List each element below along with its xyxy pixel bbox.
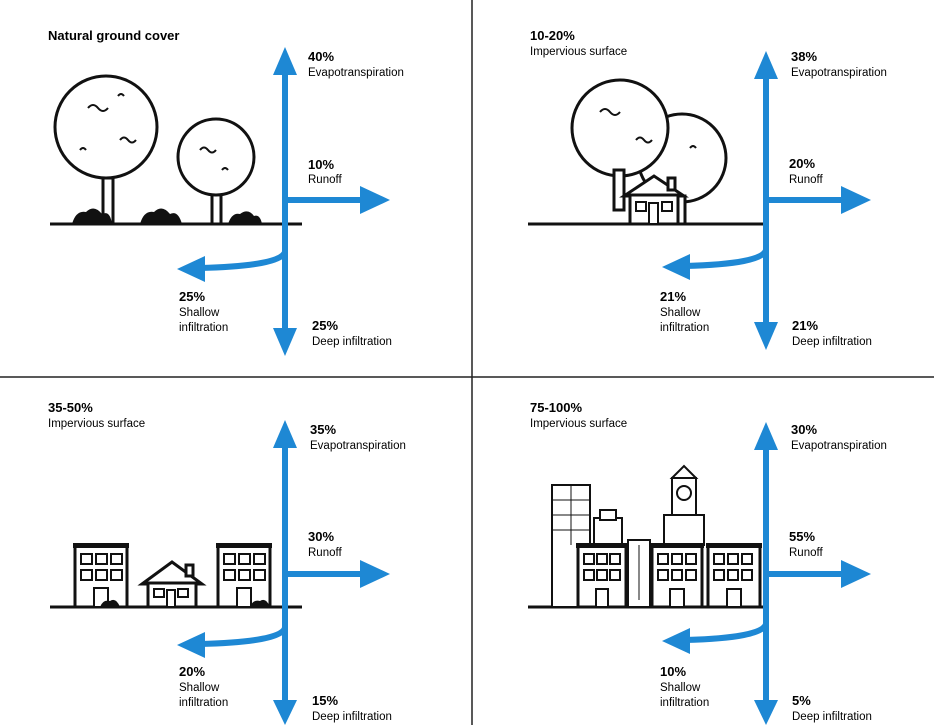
panel-75-100-impervious: 75-100% Impervious surface <box>528 400 887 725</box>
panel-10-20-impervious: 10-20% Impervious surface <box>528 28 887 350</box>
panel-title: 75-100% <box>530 400 582 415</box>
panel-subtitle: Impervious surface <box>48 418 145 430</box>
deep-infiltration-arrow <box>273 328 297 356</box>
shallow-infiltration-arrow <box>662 628 690 654</box>
evapotranspiration-label: Evapotranspiration <box>791 67 887 79</box>
shallow-infiltration-label-line1: Shallow <box>660 682 701 694</box>
panel-35-50-impervious: 35-50% Impervious surface <box>48 400 406 725</box>
runoff-percent: 20% <box>789 156 815 171</box>
runoff-label: Runoff <box>308 547 342 559</box>
evapotranspiration-arrow <box>754 422 778 450</box>
runoff-percent: 10% <box>308 157 334 172</box>
deep-infiltration-percent: 21% <box>792 318 818 333</box>
trees-and-house-illustration <box>528 78 768 226</box>
runoff-label: Runoff <box>789 547 823 559</box>
evapotranspiration-arrow <box>273 420 297 448</box>
evapotranspiration-label: Evapotranspiration <box>791 440 887 452</box>
deep-infiltration-percent: 25% <box>312 318 338 333</box>
shallow-infiltration-arrow <box>177 256 205 282</box>
shallow-infiltration-percent: 10% <box>660 664 686 679</box>
shallow-infiltration-label-line2: infiltration <box>660 322 709 334</box>
panel-natural-ground-cover: Natural ground cover <box>48 28 404 356</box>
deep-infiltration-label: Deep infiltration <box>312 336 392 348</box>
evapotranspiration-arrow <box>754 51 778 79</box>
evapotranspiration-label: Evapotranspiration <box>308 67 404 79</box>
panel-title: 35-50% <box>48 400 93 415</box>
shallow-infiltration-label-line1: Shallow <box>660 307 701 319</box>
city-illustration <box>528 464 768 609</box>
buildings-illustration <box>50 543 302 609</box>
shallow-infiltration-label-line2: infiltration <box>660 697 709 709</box>
panel-title: 10-20% <box>530 28 575 43</box>
deep-infiltration-label: Deep infiltration <box>792 336 872 348</box>
shallow-infiltration-arrow <box>662 254 690 280</box>
runoff-arrow <box>360 186 390 214</box>
shallow-infiltration-label-line1: Shallow <box>179 307 220 319</box>
shallow-infiltration-percent: 21% <box>660 289 686 304</box>
shallow-infiltration-label-line2: infiltration <box>179 322 228 334</box>
deep-infiltration-percent: 15% <box>312 693 338 708</box>
runoff-arrow <box>841 560 871 588</box>
flow-arrows <box>662 51 871 350</box>
runoff-label: Runoff <box>308 174 342 186</box>
shallow-infiltration-arrow <box>177 632 205 658</box>
runoff-percent: 55% <box>789 529 815 544</box>
shallow-infiltration-label-line1: Shallow <box>179 682 220 694</box>
evapotranspiration-percent: 35% <box>310 422 336 437</box>
evapotranspiration-percent: 30% <box>791 422 817 437</box>
deep-infiltration-label: Deep infiltration <box>312 711 392 723</box>
shallow-infiltration-label-line2: infiltration <box>179 697 228 709</box>
panel-title: Natural ground cover <box>48 28 179 43</box>
evapotranspiration-percent: 40% <box>308 49 334 64</box>
deep-infiltration-arrow <box>273 700 297 725</box>
evapotranspiration-label: Evapotranspiration <box>310 440 406 452</box>
trees-illustration <box>50 74 302 226</box>
shallow-infiltration-percent: 25% <box>179 289 205 304</box>
panel-subtitle: Impervious surface <box>530 46 627 58</box>
evapotranspiration-percent: 38% <box>791 49 817 64</box>
flow-arrows <box>662 422 871 725</box>
deep-infiltration-label: Deep infiltration <box>792 711 872 723</box>
shallow-infiltration-percent: 20% <box>179 664 205 679</box>
runoff-percent: 30% <box>308 529 334 544</box>
deep-infiltration-arrow <box>754 700 778 725</box>
runoff-arrow <box>841 186 871 214</box>
runoff-label: Runoff <box>789 174 823 186</box>
flow-arrows <box>177 420 390 725</box>
deep-infiltration-percent: 5% <box>792 693 811 708</box>
evapotranspiration-arrow <box>273 47 297 75</box>
panel-subtitle: Impervious surface <box>530 418 627 430</box>
runoff-arrow <box>360 560 390 588</box>
flow-arrows <box>177 47 390 356</box>
deep-infiltration-arrow <box>754 322 778 350</box>
